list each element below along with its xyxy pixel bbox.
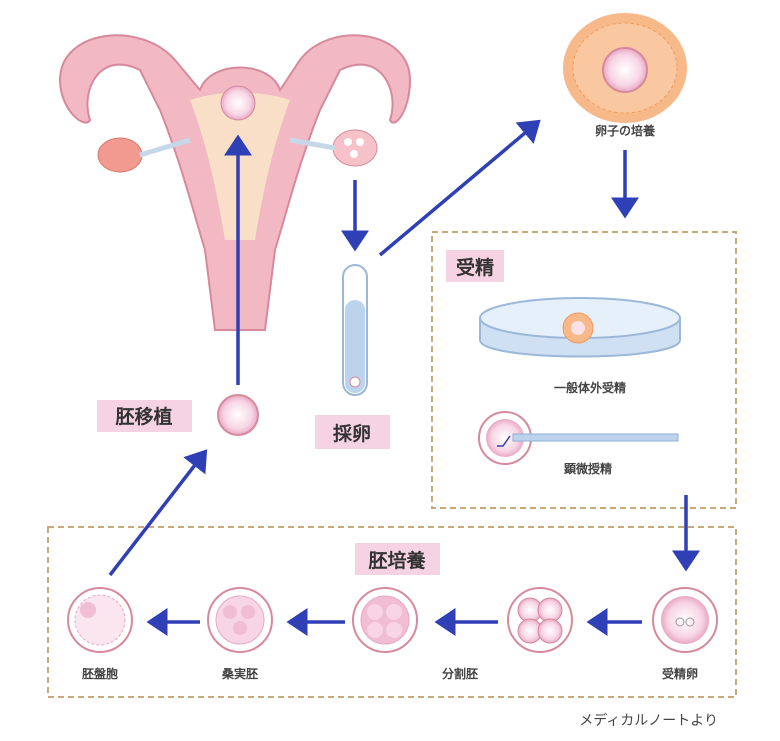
egg-retrieval-label: 採卵 [333,422,371,445]
petri-dish-icon [479,297,681,358]
embryo-transfer-label: 胚移植 [114,405,172,428]
blastocyst-icon [67,587,133,653]
fertilized-egg-icon [652,587,718,653]
morula-icon [207,587,273,653]
egg-culture-label: 卵子の培養 [595,123,655,138]
embryo-culture-tag [355,543,440,575]
egg-culture-icon [563,13,687,123]
blastocyst-label: 胚盤胞 [82,666,118,681]
source-credit: メディカルノートより [579,712,718,729]
icsi-icon [478,411,679,465]
embryo-culture-label: 胚培養 [367,549,426,572]
four-cell-embryo-icon [507,587,573,653]
uterus-illustration [58,34,412,331]
embryo-icon [217,394,259,436]
arrow-blastocyst-to-transfer [108,449,208,577]
embryo-transfer-tag [97,400,192,432]
conventional-ivf-label: 一般体外受精 [554,380,626,395]
fertilization-label: 受精 [456,256,494,279]
icsi-label: 顕微授精 [564,461,612,476]
fertilization-box [431,231,737,509]
morula-label: 桑実胚 [222,666,258,681]
fertilization-tag [446,250,504,282]
fertilized-egg-label: 受精卵 [662,666,698,681]
test-tube-icon [342,264,368,396]
process-arrows [108,119,700,636]
embryo-in-uterus-icon [220,85,256,121]
embryo-culture-box [47,526,737,698]
egg-retrieval-tag [315,415,390,449]
arrow-tube-to-culture [378,119,541,257]
cleavage-embryo-label: 分割胚 [442,666,478,681]
cleavage-embryo-icon [352,587,418,653]
